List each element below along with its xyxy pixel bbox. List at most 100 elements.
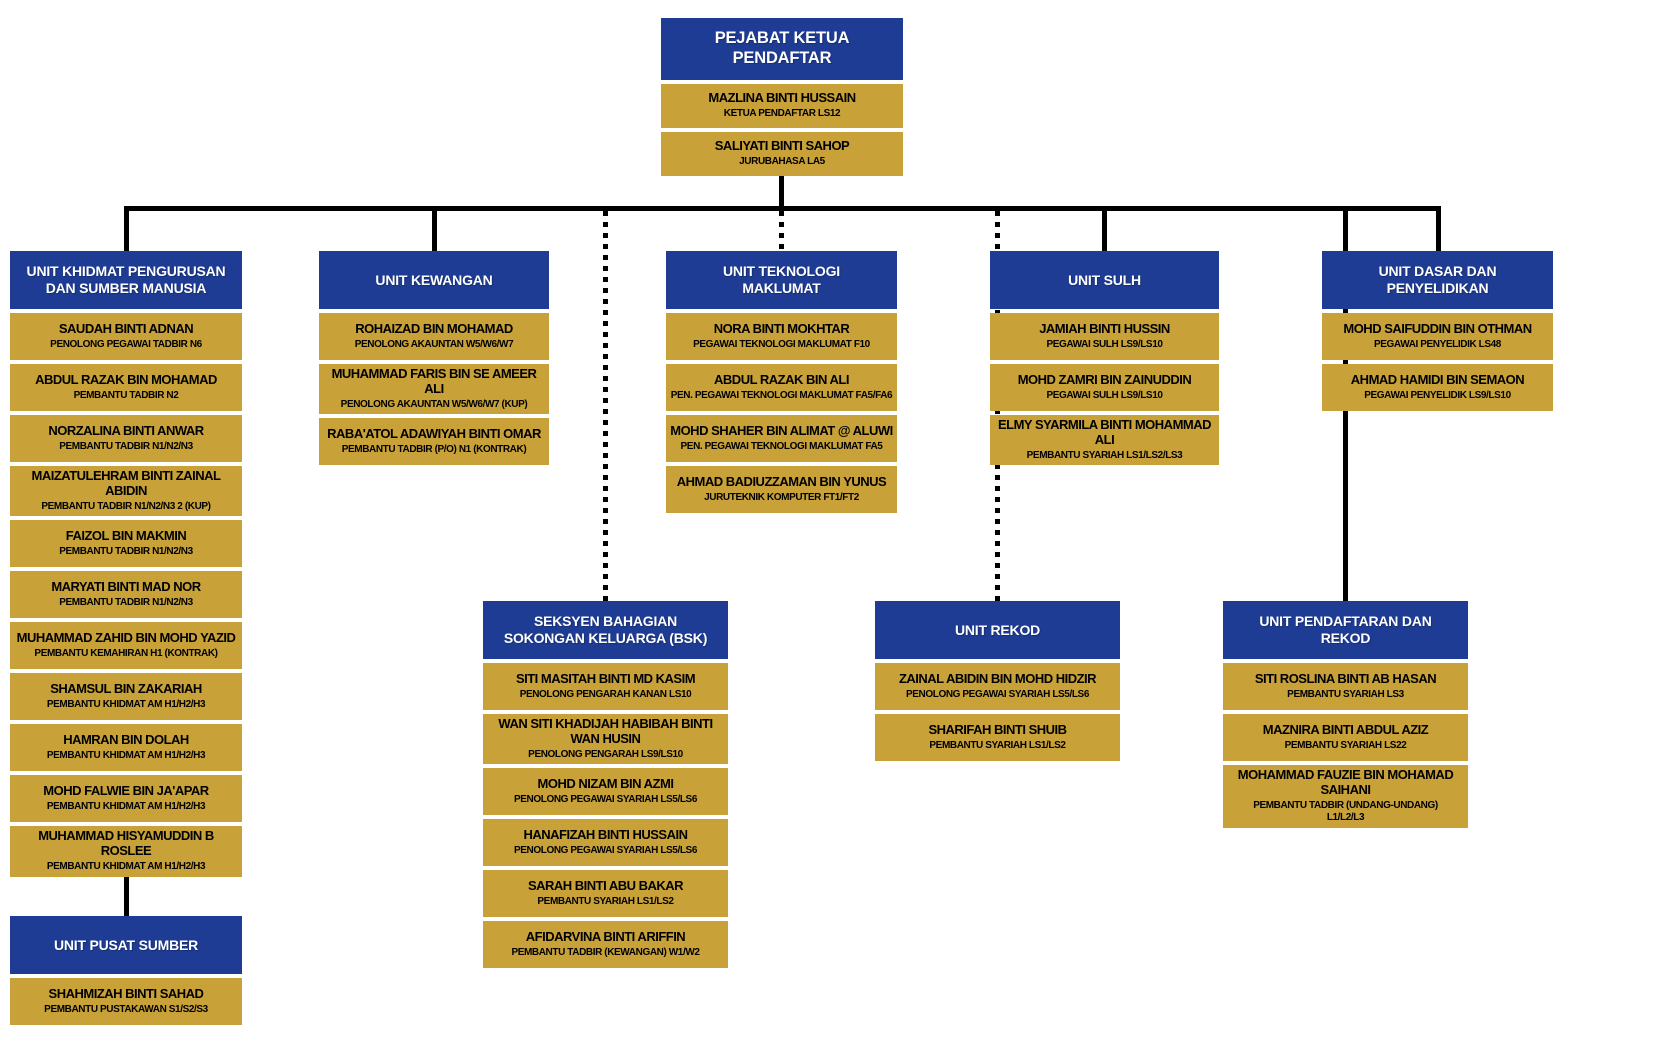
staff-card: WAN SITI KHADIJAH HABIBAH BINTI WAN HUSI… bbox=[483, 714, 728, 765]
unit-header: UNIT KHIDMAT PENGURUSAN DAN SUMBER MANUS… bbox=[10, 251, 242, 309]
unit-members: ROHAIZAD BIN MOHAMAD PENOLONG AKAUNTAN W5… bbox=[319, 313, 549, 466]
staff-name: MOHAMMAD FAUZIE BIN MOHAMAD SAIHANI bbox=[1237, 767, 1454, 797]
staff-role: PEMBANTU SYARIAH LS1/LS2/LS3 bbox=[1026, 449, 1183, 461]
staff-card: MAZLINA BINTI HUSSAIN KETUA PENDAFTAR LS1… bbox=[661, 84, 903, 128]
unit-dasar-dan-penyelidikan: UNIT DASAR DAN PENYELIDIKAN MOHD SAIFUDD… bbox=[1322, 251, 1553, 411]
staff-card: FAIZOL BIN MAKMIN PEMBANTU TADBIR N1/N2/N… bbox=[10, 520, 242, 568]
unit-khidmat-pengurusan-dan-sumber-manusia: UNIT KHIDMAT PENGURUSAN DAN SUMBER MANUS… bbox=[10, 251, 242, 877]
connector-kewangan bbox=[432, 206, 437, 251]
staff-role: PEMBANTU TADBIR N1/N2/N3 2 (KUP) bbox=[41, 500, 211, 512]
staff-name: ZAINAL ABIDIN BIN MOHD HIDZIR bbox=[898, 670, 1097, 686]
staff-card: MAIZATULEHRAM BINTI ZAINAL ABIDIN PEMBANT… bbox=[10, 466, 242, 517]
staff-name: FAIZOL BIN MAKMIN bbox=[65, 528, 187, 544]
staff-role: PEMBANTU TADBIR (P/O) N1 (KONTRAK) bbox=[341, 444, 527, 456]
connector-root-drop bbox=[779, 171, 784, 207]
staff-role: PEMBANTU TADBIR N1/N2/N3 bbox=[59, 597, 193, 609]
connector-dasar bbox=[1436, 206, 1441, 251]
staff-name: MAZNIRA BINTI ABDUL AZIZ bbox=[1262, 721, 1429, 737]
staff-card: ABDUL RAZAK BIN ALI PEN. PEGAWAI TEKNOLOG… bbox=[666, 364, 897, 411]
unit-pejabat-ketua-pendaftar: PEJABAT KETUA PENDAFTAR MAZLINA BINTI HU… bbox=[661, 18, 903, 176]
staff-card: SHAHMIZAH BINTI SAHAD PEMBANTU PUSTAKAWAN… bbox=[10, 978, 242, 1025]
staff-role: PENOLONG PEGAWAI SYARIAH LS5/LS6 bbox=[514, 845, 697, 857]
unit-members: SHAHMIZAH BINTI SAHAD PEMBANTU PUSTAKAWAN… bbox=[10, 978, 242, 1025]
staff-name: SAUDAH BINTI ADNAN bbox=[58, 320, 194, 336]
staff-name: SHAHMIZAH BINTI SAHAD bbox=[48, 985, 204, 1001]
staff-role: KETUA PENDAFTAR LS12 bbox=[723, 108, 841, 120]
staff-role: PEMBANTU KHIDMAT AM H1/H2/H3 bbox=[46, 699, 206, 711]
staff-name: AHMAD HAMIDI BIN SEMAON bbox=[1350, 371, 1525, 387]
unit-header: UNIT SULH bbox=[990, 251, 1219, 309]
staff-name: SITI ROSLINA BINTI AB HASAN bbox=[1254, 670, 1437, 686]
staff-role: PEMBANTU KHIDMAT AM H1/H2/H3 bbox=[46, 801, 206, 813]
connector-teknologi-dotted bbox=[779, 211, 784, 251]
staff-role: PEMBANTU PUSTAKAWAN S1/S2/S3 bbox=[44, 1003, 208, 1015]
unit-header: UNIT DASAR DAN PENYELIDIKAN bbox=[1322, 251, 1553, 309]
staff-role: PEMBANTU TADBIR N1/N2/N3 bbox=[59, 440, 193, 452]
staff-role: PEMBANTU SYARIAH LS22 bbox=[1284, 739, 1407, 751]
staff-role: PEMBANTU TADBIR (UNDANG-UNDANG) L1/L2/L3 bbox=[1253, 799, 1438, 824]
staff-name: MAZLINA BINTI HUSSAIN bbox=[708, 90, 856, 106]
staff-name: SARAH BINTI ABU BAKAR bbox=[527, 878, 684, 894]
connector-bsk-dotted bbox=[603, 211, 608, 601]
unit-header: PEJABAT KETUA PENDAFTAR bbox=[661, 18, 903, 80]
staff-role: PEMBANTU TADBIR N2 bbox=[73, 389, 179, 401]
unit-members: MOHD SAIFUDDIN BIN OTHMAN PEGAWAI PENYELI… bbox=[1322, 313, 1553, 411]
staff-role: PEGAWAI PENYELIDIK LS48 bbox=[1374, 338, 1501, 350]
seksyen-bahagian-sokongan-keluarga: SEKSYEN BAHAGIAN SOKONGAN KELUARGA (BSK)… bbox=[483, 601, 728, 969]
unit-header: UNIT PENDAFTARAN DAN REKOD bbox=[1223, 601, 1468, 659]
staff-name: WAN SITI KHADIJAH HABIBAH BINTI WAN HUSI… bbox=[498, 716, 713, 746]
unit-pusat-sumber: UNIT PUSAT SUMBER SHAHMIZAH BINTI SAHAD P… bbox=[10, 916, 242, 1025]
staff-name: ELMY SYARMILA BINTI MOHAMMAD ALI bbox=[997, 417, 1212, 447]
unit-header: UNIT TEKNOLOGI MAKLUMAT bbox=[666, 251, 897, 309]
staff-name: ABDUL RAZAK BIN ALI bbox=[714, 371, 849, 387]
staff-role: PENOLONG AKAUNTAN W5/W6/W7 (KUP) bbox=[340, 398, 528, 410]
connector-sulh bbox=[1102, 206, 1107, 251]
connector-main-horizontal bbox=[124, 206, 1441, 211]
staff-role: PEN. PEGAWAI TEKNOLOGI MAKLUMAT FA5/FA6 bbox=[670, 389, 893, 401]
staff-role: PENOLONG PENGARAH KANAN LS10 bbox=[519, 688, 692, 700]
unit-header: UNIT PUSAT SUMBER bbox=[10, 916, 242, 974]
unit-teknologi-maklumat: UNIT TEKNOLOGI MAKLUMAT NORA BINTI MOKHT… bbox=[666, 251, 897, 513]
staff-name: ROHAIZAD BIN MOHAMAD bbox=[355, 320, 513, 336]
staff-card: ZAINAL ABIDIN BIN MOHD HIDZIR PENOLONG PE… bbox=[875, 663, 1120, 710]
staff-name: MARYATI BINTI MAD NOR bbox=[51, 579, 201, 595]
staff-role: PEMBANTU KEMAHIRAN H1 (KONTRAK) bbox=[34, 648, 218, 660]
staff-role: PEMBANTU KHIDMAT AM H1/H2/H3 bbox=[46, 750, 206, 762]
unit-rekod: UNIT REKOD ZAINAL ABIDIN BIN MOHD HIDZIR… bbox=[875, 601, 1120, 761]
staff-role: PEMBANTU TADBIR N1/N2/N3 bbox=[59, 546, 193, 558]
unit-members: SITI ROSLINA BINTI AB HASAN PEMBANTU SYAR… bbox=[1223, 663, 1468, 828]
staff-card: MOHD SAIFUDDIN BIN OTHMAN PEGAWAI PENYELI… bbox=[1322, 313, 1553, 360]
staff-name: MOHD SAIFUDDIN BIN OTHMAN bbox=[1343, 320, 1532, 336]
unit-pendaftaran-dan-rekod: UNIT PENDAFTARAN DAN REKOD SITI ROSLINA … bbox=[1223, 601, 1468, 828]
staff-role: PENOLONG PEGAWAI SYARIAH LS5/LS6 bbox=[906, 688, 1089, 700]
staff-name: MAIZATULEHRAM BINTI ZAINAL ABIDIN bbox=[31, 468, 221, 498]
staff-name: SHARIFAH BINTI SHUIB bbox=[928, 721, 1067, 737]
staff-name: NORZALINA BINTI ANWAR bbox=[48, 422, 204, 438]
staff-name: MOHD ZAMRI BIN ZAINUDDIN bbox=[1017, 371, 1192, 387]
staff-name: ABDUL RAZAK BIN MOHAMAD bbox=[35, 371, 217, 387]
connector-pusat-sumber bbox=[124, 842, 129, 916]
staff-name: NORA BINTI MOKHTAR bbox=[713, 320, 850, 336]
unit-header: SEKSYEN BAHAGIAN SOKONGAN KELUARGA (BSK) bbox=[483, 601, 728, 659]
unit-members: MAZLINA BINTI HUSSAIN KETUA PENDAFTAR LS1… bbox=[661, 84, 903, 176]
staff-role: JURUTEKNIK KOMPUTER FT1/FT2 bbox=[704, 491, 859, 503]
